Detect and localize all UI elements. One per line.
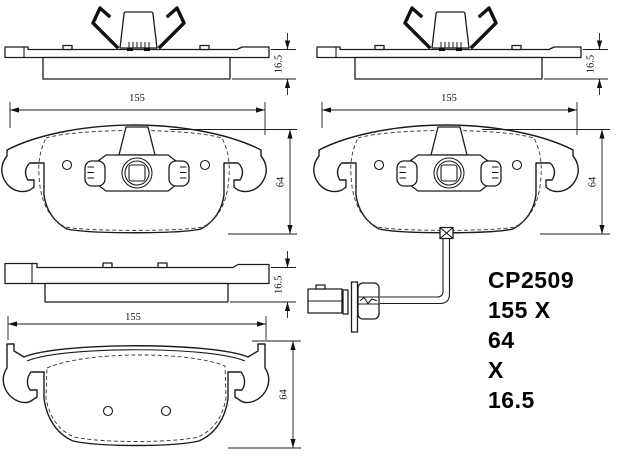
front-view-outer-pad-left — [1, 124, 267, 234]
dim-thickness-top-left: 16.5 — [232, 33, 296, 95]
backing-plate-front — [2, 343, 270, 447]
dim-label-width: 155 — [129, 93, 145, 104]
connector-key-tab — [315, 284, 326, 290]
wear-sensor-assembly — [307, 226, 454, 333]
friction-material-edge — [44, 282, 229, 303]
dim-height-bottom: 64 — [228, 340, 301, 449]
backing-plate-edge — [4, 262, 270, 285]
dim-label-width: 155 — [125, 312, 141, 323]
sensor-wire — [380, 238, 451, 305]
dim-height-mid-right: 64 — [482, 129, 610, 235]
dim-thickness-top-right: 16.5 — [544, 33, 608, 95]
spec-line-height: 64 — [488, 327, 515, 353]
dim-label-thickness: 16.5 — [274, 276, 285, 294]
spec-block: CP2509 155 X 64 X 16.5 — [488, 267, 574, 413]
dim-thickness-bottom: 16.5 — [230, 251, 296, 318]
connector-disc — [350, 281, 359, 333]
dim-label-thickness: 16.5 — [586, 55, 597, 73]
dim-label-height: 64 — [276, 176, 287, 187]
spec-line-x: X — [488, 357, 504, 383]
dim-label-height: 64 — [279, 389, 290, 400]
part-number-text: CP2509 — [488, 267, 574, 293]
connector-flange — [342, 289, 349, 315]
dim-label-thickness: 16.5 — [274, 55, 285, 73]
plate-arch-line — [26, 349, 246, 362]
side-view-outer-pad-left — [3, 6, 271, 81]
dim-width-bottom: 155 — [7, 312, 267, 340]
connector-nut — [357, 282, 380, 320]
rivet-hole-right — [160, 405, 172, 417]
front-view-inner-pad — [2, 343, 270, 447]
front-view-outer-pad-right — [313, 124, 579, 234]
spec-line-width: 155 X — [488, 297, 551, 323]
spec-line-thickness: 16.5 — [488, 387, 535, 413]
side-view-inner-pad — [4, 262, 270, 303]
side-view-outer-pad-right — [315, 6, 583, 81]
sensor-connector — [307, 281, 380, 333]
friction-material-outline — [45, 354, 227, 442]
abutment-tab — [157, 262, 168, 269]
dim-height-mid-left: 64 — [170, 129, 297, 235]
abutment-tab — [102, 262, 113, 269]
dim-label-width: 155 — [441, 93, 457, 104]
rivet-hole-left — [102, 405, 114, 417]
dim-width-top-right: 155 — [321, 93, 578, 135]
sensor-wire — [380, 238, 444, 298]
dim-label-height: 64 — [588, 176, 599, 187]
